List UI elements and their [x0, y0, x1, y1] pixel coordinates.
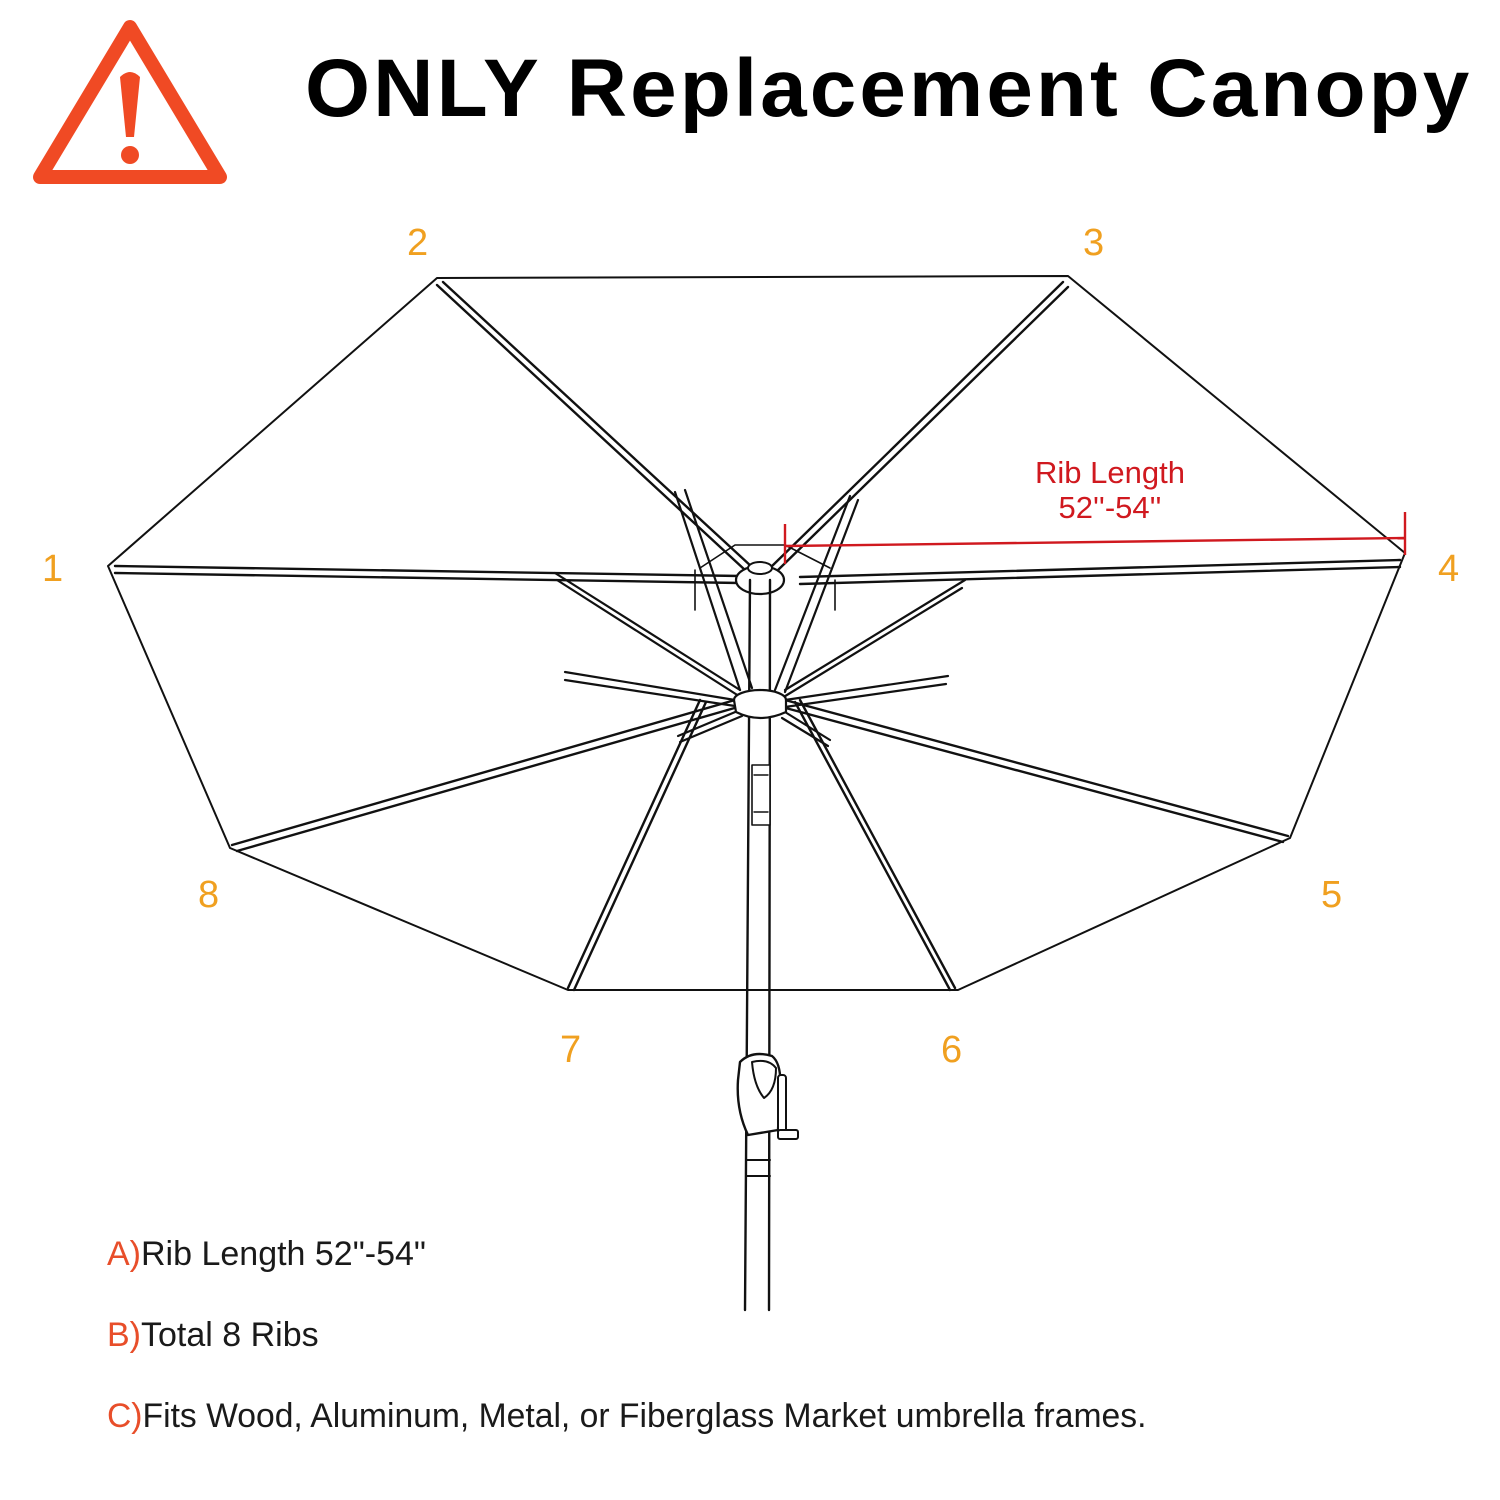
rib-number-1: 1	[42, 548, 64, 590]
spec-item-a: A)Rib Length 52"-54"	[107, 1237, 426, 1271]
rib-number-7: 7	[560, 1029, 582, 1071]
spec-letter: B)	[107, 1316, 141, 1354]
spec-text: Total 8 Ribs	[141, 1316, 319, 1354]
rib-length-label-line2: 52''-54''	[1058, 490, 1162, 525]
spec-text: Fits Wood, Aluminum, Metal, or Fiberglas…	[142, 1397, 1147, 1435]
page-title: ONLY Replacement Canopy	[305, 43, 1473, 134]
rib-number-2: 2	[407, 222, 429, 264]
rib-number-8: 8	[198, 874, 220, 916]
rib-number-5: 5	[1321, 874, 1343, 916]
rib-number-3: 3	[1083, 222, 1105, 264]
rib-number-6: 6	[941, 1029, 963, 1071]
spec-item-b: B)Total 8 Ribs	[107, 1318, 319, 1352]
rib-length-label-line1: Rib Length	[1035, 455, 1185, 490]
spec-text: Rib Length 52"-54"	[141, 1235, 426, 1273]
spec-letter: C)	[107, 1397, 143, 1435]
canopy-outline	[107, 275, 1406, 991]
warning-triangle-icon	[33, 20, 227, 184]
spec-letter: A)	[107, 1235, 141, 1273]
rib-number-4: 4	[1438, 548, 1460, 590]
spec-item-c: C)Fits Wood, Aluminum, Metal, or Fibergl…	[107, 1399, 1146, 1433]
rib-length-label: Rib Length 52''-54''	[1000, 455, 1220, 525]
